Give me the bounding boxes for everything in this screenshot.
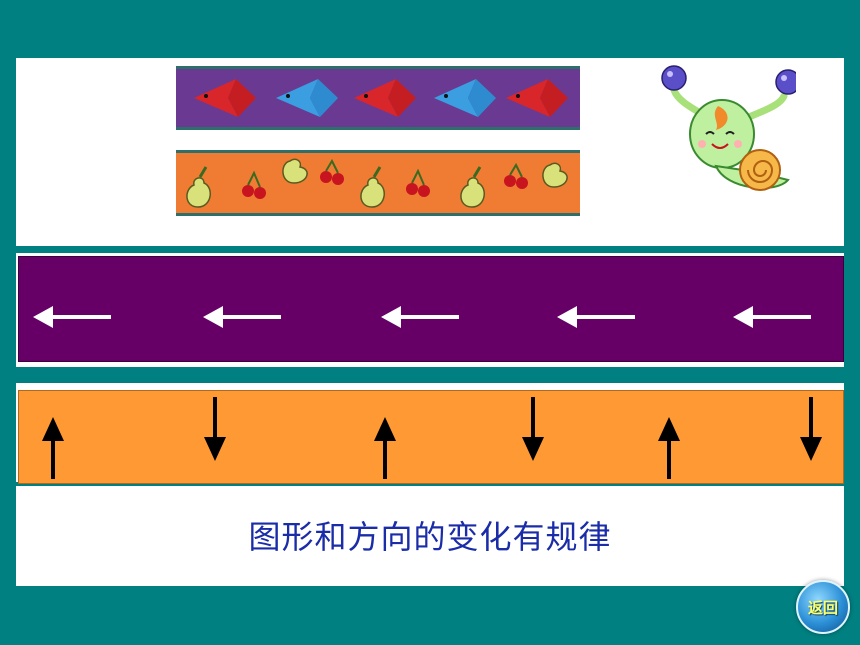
cherry-2 <box>320 158 344 185</box>
fish-blue-2 <box>434 79 496 117</box>
divider-bottom <box>16 482 844 486</box>
left-arrow-icon <box>733 306 811 328</box>
fish-pattern-image <box>194 79 568 117</box>
up-arrow-icon <box>374 417 396 479</box>
left-arrow-icon <box>203 306 281 328</box>
pear-2 <box>282 158 308 184</box>
down-arrow-icon <box>800 397 822 461</box>
left-arrow-pattern-band <box>18 256 844 362</box>
left-arrows <box>33 306 811 328</box>
left-arrow-icon <box>381 306 459 328</box>
fish-pattern-strip <box>176 66 580 130</box>
up-arrow-icon <box>42 417 64 479</box>
down-arrow-icon <box>204 397 226 461</box>
back-button-label: 返回 <box>807 598 838 617</box>
fish-blue-1 <box>276 79 338 117</box>
vertical-arrow-pattern-band <box>18 390 844 484</box>
snail-mascot-icon <box>656 62 801 198</box>
left-arrow-icon <box>33 306 111 328</box>
pear-5 <box>542 162 568 188</box>
cherry-1 <box>242 170 266 199</box>
slide-caption: 图形和方向的变化有规律 <box>248 518 612 556</box>
fish-red-1 <box>194 79 256 117</box>
vertical-arrows <box>42 397 822 479</box>
pear-1 <box>186 166 211 208</box>
fruit-pattern-strip <box>176 150 580 216</box>
up-arrow-icon <box>658 417 680 479</box>
cherry-4 <box>504 162 528 189</box>
left-arrow-icon <box>557 306 635 328</box>
down-arrow-icon <box>522 397 544 461</box>
back-button[interactable]: 返回 <box>796 580 850 634</box>
fish-red-3 <box>506 79 568 117</box>
pear-3 <box>360 166 385 208</box>
fruit-pattern-image <box>186 158 568 208</box>
pear-4 <box>460 166 485 208</box>
cherry-3 <box>406 168 430 197</box>
divider-top <box>16 246 844 253</box>
divider-middle <box>16 367 844 383</box>
fish-red-2 <box>354 79 416 117</box>
